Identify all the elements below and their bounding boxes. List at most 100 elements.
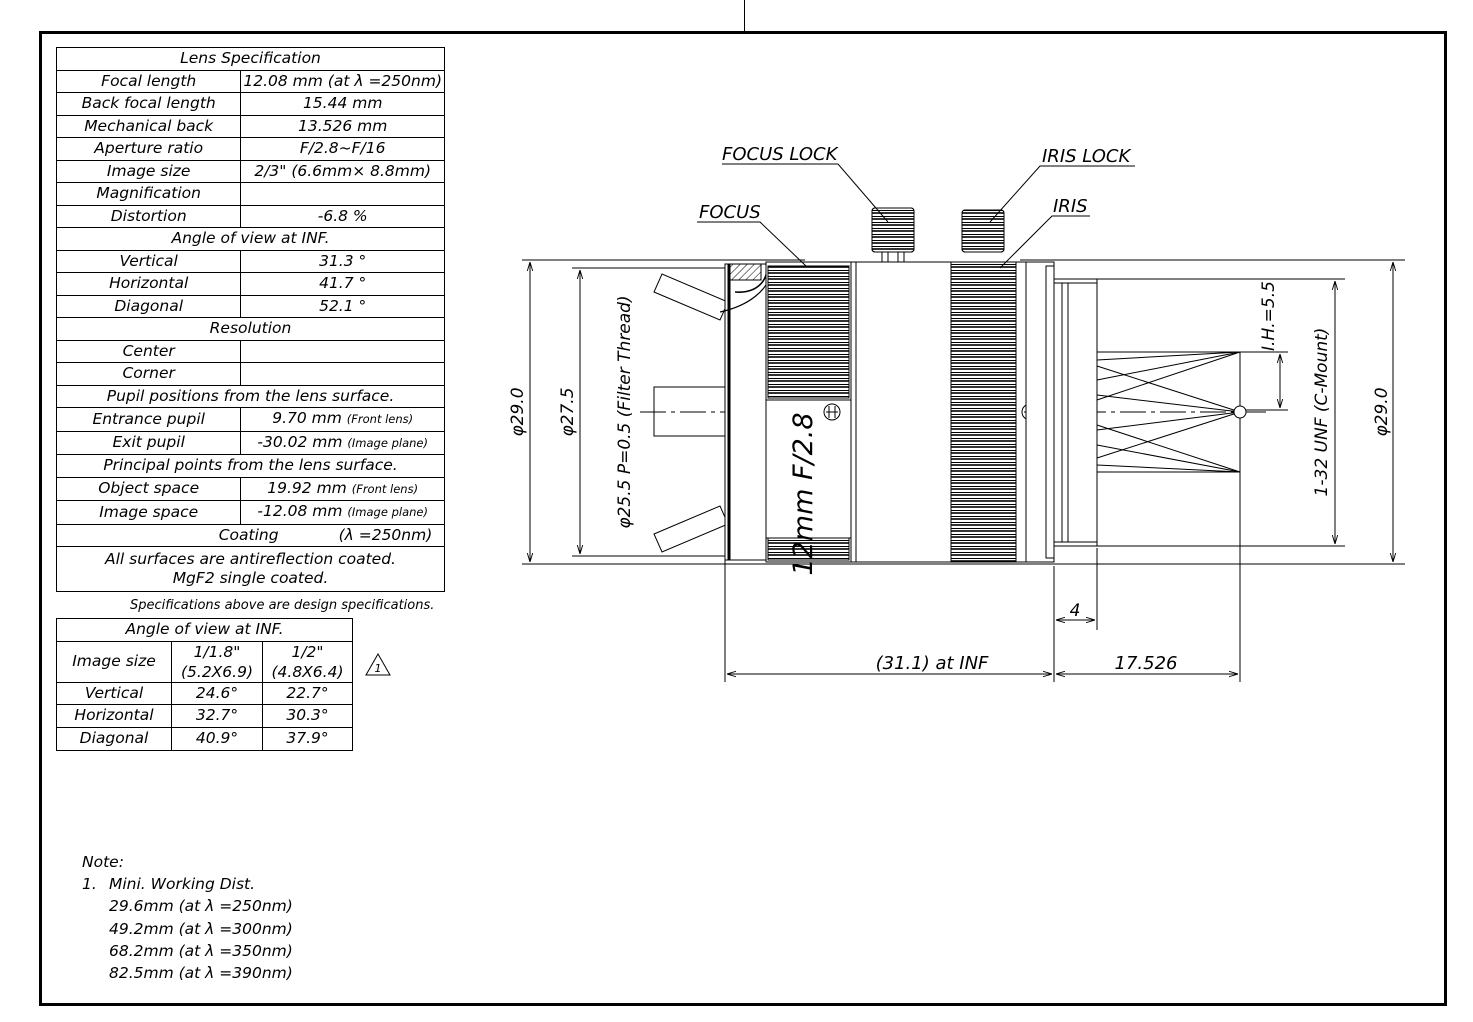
middle-barrel [850,261,952,563]
iris-ring-knurl [950,261,1017,563]
note-item: 1. Mini. Working Dist. [82,873,293,895]
coating-description: All surfaces are antireflection coated.M… [56,546,445,592]
c-mount-label: 1-32 UNF (C-Mount) [1312,328,1332,497]
note-number: 1. [82,875,97,894]
spec-reference: (Front lens) [346,412,414,426]
notes-title: Note: [82,853,124,871]
spec-value: -12.08 mm (Image plane) [240,500,445,525]
spec-value: 12.08 mm (at λ =250nm) [240,69,445,93]
spec-section-header: Principal points from the lens surface. [56,454,445,478]
image-size-label: Image size [56,640,172,683]
lens-marking: 12mm F/2.8 [788,412,819,575]
extension-lines [522,259,1405,682]
revision-triangle-icon: 1 [365,652,391,676]
coating-line-1: All surfaces are antireflection coated. [105,550,396,568]
coating-label: Coating [218,525,279,544]
spec-value: 9.70 mm (Front lens) [240,407,445,432]
focus-indicator-screw-icon [823,403,841,421]
focus-lock-label: FOCUS LOCK [722,144,839,165]
angle-label: Horizontal [56,704,172,729]
spec-number: -30.02 mm [257,432,343,451]
image-plane-point-icon [1233,405,1247,419]
dim-29-right-label: φ29.0 [1372,387,1392,436]
spec-reference: (Front lens) [351,481,419,496]
note-line: 29.6mm (at λ =250nm) [109,897,293,916]
format-column-2: 1/2"(4.8X6.4) [262,640,353,683]
angle-value: 30.3° [262,704,353,729]
design-note: Specifications above are design specific… [130,598,435,613]
dim-4-label: 4 [1070,601,1081,621]
c-mount [1053,278,1098,547]
spec-number: 19.92 mm [267,478,347,497]
spec-value [240,182,445,206]
focus-leader [697,221,807,267]
spec-label: Entrance pupil [55,407,242,432]
angle-value: 24.6° [171,681,263,706]
sheet-top-divider [744,0,745,31]
image-cone [1096,351,1247,473]
note-line: 82.5mm (at λ =390nm) [109,964,293,983]
spec-label: Diagonal [55,294,242,318]
angle-label: Vertical [56,681,172,706]
iris-lock-screw-icon [961,209,1005,253]
angle-value: 40.9° [171,727,263,751]
notes: Note: 1. Mini. Working Dist. 29.6mm (at λ… [82,851,293,984]
iris-lock-label: IRIS LOCK [1042,146,1131,167]
angle-of-view-table: Angle of view at INF. Image size 1/1.8"(… [56,618,353,751]
dim-27-5-label: φ27.5 [558,387,578,436]
spec-value: 13.526 mm [240,114,445,138]
dim-29-left-label: φ29.0 [508,387,528,436]
spec-value: -30.02 mm (Image plane) [240,430,445,455]
angle-value: 22.7° [262,681,353,706]
spec-label: Image size [55,159,242,183]
spec-number: -12.08 mm [257,502,343,520]
spec-label: Magnification [55,182,242,206]
iris-lock-leader [989,165,1135,223]
spec-label: Exit pupil [55,430,242,455]
spec-label: Image space [55,500,242,525]
note-line: 49.2mm (at λ =300nm) [109,919,293,938]
spec-label: Object space [55,476,242,501]
filter-thread-label: φ25.5 P=0.5 (Filter Thread) [615,295,635,528]
format-2-size: (4.8X6.4) [271,662,344,681]
spec-value: 2/3" (6.6mm× 8.8mm) [240,159,445,183]
spec-value: 41.7 ° [240,272,445,296]
focus-label: FOCUS [699,202,761,223]
iris-leader [999,215,1090,269]
format-2-name: 1/2" [291,642,324,661]
format-1-size: (5.2X6.9) [180,662,253,681]
angle-value: 37.9° [262,727,353,751]
spec-label: Aperture ratio [55,137,242,161]
coating-wavelength: (λ =250nm) [338,525,433,544]
angle-label: Diagonal [56,727,172,751]
spec-section-header: Resolution [56,317,445,341]
spec-section-header: Angle of view at INF. [56,227,445,251]
angle-table-header: Angle of view at INF. [56,618,353,642]
revision-number: 1 [375,662,382,675]
note-item-title: Mini. Working Dist. [109,875,256,894]
note-line: 68.2mm (at λ =350nm) [109,941,293,960]
front-rays [653,273,729,553]
front-retainer-hatch [728,263,762,281]
focus-ring-knurl-top [767,265,850,399]
drawing-frame [39,31,1447,1006]
format-1-name: 1/1.8" [193,642,241,661]
length-label: (31.1) at INF [876,653,989,674]
spec-value: 31.3 ° [240,249,445,273]
spec-value: 19.92 mm (Front lens) [240,476,445,501]
angle-value: 32.7° [171,704,263,729]
spec-label: Distortion [55,204,242,228]
spec-label: Vertical [55,249,242,273]
spec-label: Mechanical back [55,114,242,138]
coating-line-2: MgF2 single coated. [172,569,329,587]
focus-lock-leader [722,163,889,223]
spec-value: F/2.8~F/16 [240,137,445,161]
spec-label: Focal length [55,69,242,93]
back-focus-label: 17.526 [1115,653,1178,674]
spec-reference: (Image plane) [347,435,428,450]
spec-value: -6.8 % [240,204,445,228]
spec-reference: (Image plane) [347,505,428,519]
focus-lock-screw-icon [871,207,915,263]
